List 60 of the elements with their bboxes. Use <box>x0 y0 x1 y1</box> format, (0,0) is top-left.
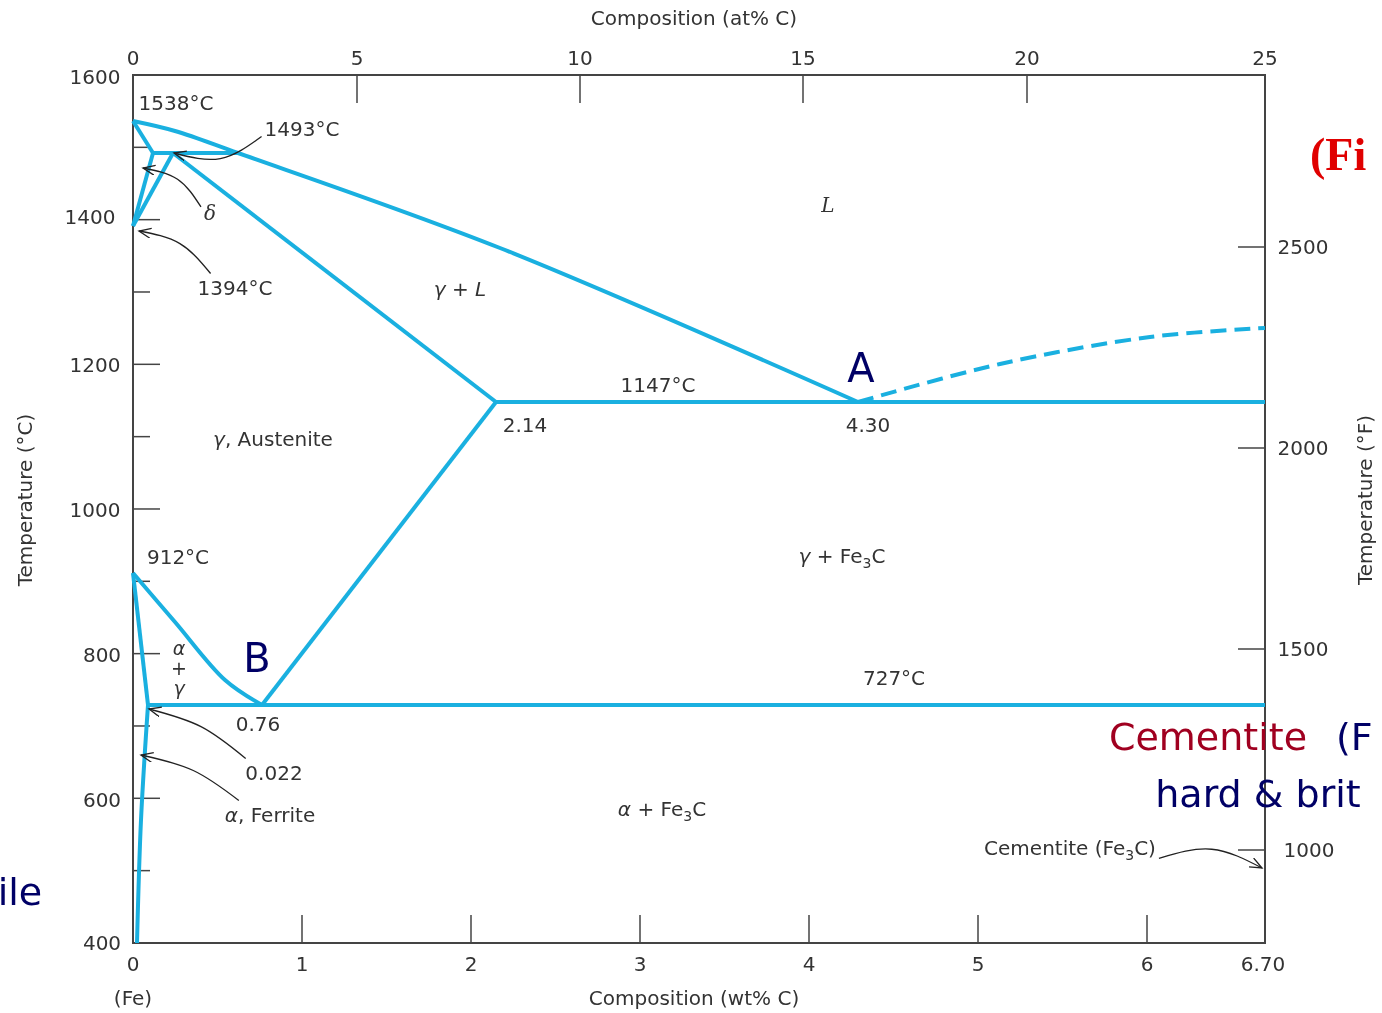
tick-label: 1500 <box>1277 637 1329 661</box>
phase-label: α + Fe$_{3}$C <box>617 797 707 825</box>
tick-label: 400 <box>82 931 122 955</box>
slide-text: ile <box>0 871 43 915</box>
phase-label: γ + L <box>433 277 487 301</box>
axis-title: Composition (wt% C) <box>588 986 800 1010</box>
leader-line <box>142 164 202 208</box>
callout-text: δ <box>204 201 216 225</box>
tick-label: 2 <box>464 952 478 976</box>
tick-label: 10 <box>567 46 593 70</box>
tick-label: 4 <box>802 952 816 976</box>
phase-label: γ + Fe$_{3}$C <box>798 544 886 572</box>
tick-label: 6.70 <box>1240 952 1286 976</box>
point-label: 1147°C <box>620 373 696 397</box>
tick-label: 1000 <box>69 498 121 522</box>
point-label: 4.30 <box>845 413 891 437</box>
callout-text: 1493°C <box>264 117 340 141</box>
phase-label: L <box>821 193 835 217</box>
tick-label: 800 <box>82 643 122 667</box>
point-label: 1538°C <box>138 91 214 115</box>
tick-label: 0 <box>126 46 140 70</box>
tick-label: 2000 <box>1277 436 1329 460</box>
slide-text: (Fi <box>1310 128 1367 182</box>
phase-label: γ, Austenite <box>213 427 333 451</box>
tick-label: 3 <box>633 952 647 976</box>
point-label: 0.76 <box>235 712 281 736</box>
tick-label: 5 <box>971 952 985 976</box>
leader-line <box>148 706 247 760</box>
leader-line <box>138 227 212 275</box>
callout-text: 0.022 <box>245 761 303 785</box>
point-letter: A <box>847 345 875 391</box>
callout-text: Cementite (Fe$_{3}$C) <box>984 836 1156 864</box>
point-letter: B <box>243 635 271 681</box>
phase-label: α + γ <box>170 639 188 699</box>
tick-label: 20 <box>1014 46 1040 70</box>
axis-title: Temperature (°C) <box>13 413 37 587</box>
tick-label: 1200 <box>69 353 121 377</box>
point-label: (Fe) <box>113 986 153 1010</box>
tick-label: 600 <box>82 788 122 812</box>
point-label: 2.14 <box>502 413 548 437</box>
tick-label: 6 <box>1140 952 1154 976</box>
callout-text: α, Ferrite <box>224 803 316 827</box>
tick-label: 1 <box>295 952 309 976</box>
tick-label: 15 <box>790 46 816 70</box>
point-label: 912°C <box>146 545 210 569</box>
axis-title: Composition (at% C) <box>590 6 798 30</box>
axis-title: Temperature (°F) <box>1353 414 1377 586</box>
leader-line <box>140 752 240 802</box>
slide-text: (F <box>1336 716 1373 760</box>
tick-label: 25 <box>1252 46 1278 70</box>
tick-label: 1400 <box>64 205 116 229</box>
callout-text: 1394°C <box>197 276 273 300</box>
tick-label: 5 <box>350 46 364 70</box>
tick-label: 1000 <box>1283 838 1335 862</box>
tick-label: 1600 <box>69 65 121 89</box>
leader-line <box>173 135 263 162</box>
tick-label: 0 <box>126 952 140 976</box>
tick-label: 2500 <box>1277 235 1329 259</box>
point-label: 727°C <box>862 666 926 690</box>
leader-line <box>1158 848 1263 869</box>
